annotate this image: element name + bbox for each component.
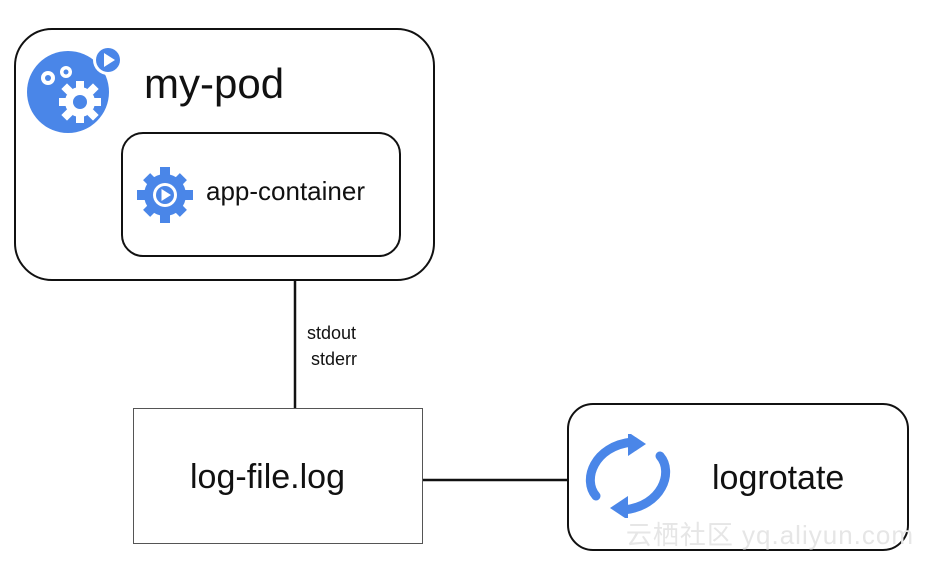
log-file-label: log-file.log: [190, 458, 345, 496]
stderr-label: stderr: [311, 349, 358, 369]
watermark: 云栖社区 yq.aliyun.com: [625, 520, 914, 550]
container-gear-icon: [137, 167, 193, 223]
log-file-box: [133, 408, 423, 544]
logrotate-box: [567, 403, 909, 551]
stdout-label: stdout: [307, 323, 357, 343]
pod-title: my-pod: [144, 60, 285, 107]
rotate-arrows-icon: [585, 434, 671, 518]
kubernetes-pod-icon: [27, 45, 123, 133]
logrotate-label: logrotate: [712, 459, 845, 497]
container-label: app-container: [206, 176, 365, 206]
